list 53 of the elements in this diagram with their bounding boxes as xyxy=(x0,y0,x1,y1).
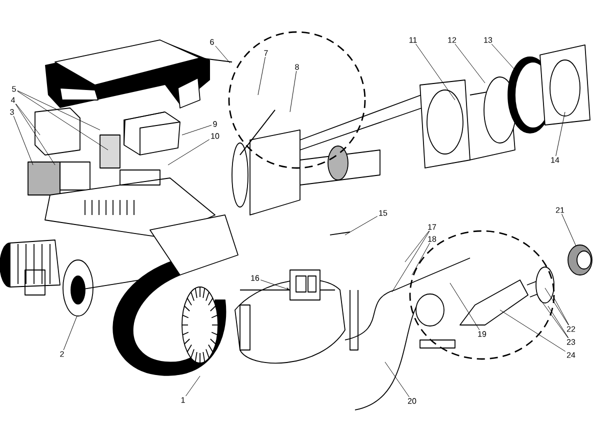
callout-number: 11 xyxy=(408,36,418,44)
leader-line xyxy=(215,46,230,64)
callout-number: 17 xyxy=(426,223,438,231)
callout-number: 24 xyxy=(566,351,576,359)
leader-line xyxy=(392,230,430,292)
callout-number: 2 xyxy=(58,350,66,358)
leader-line xyxy=(416,44,456,100)
callout-number: 19 xyxy=(476,330,488,338)
callout-number: 22 xyxy=(566,325,576,333)
leader-line xyxy=(491,44,516,70)
leader-line xyxy=(17,90,108,150)
callout-number: 21 xyxy=(554,206,566,214)
leader-line xyxy=(16,104,40,136)
leader-line xyxy=(344,216,378,236)
callout-number: 8 xyxy=(294,63,300,71)
callout-number: 5 xyxy=(10,85,18,93)
leader-line xyxy=(404,230,430,262)
leader-line xyxy=(500,310,566,352)
callout-number: 7 xyxy=(262,49,270,57)
leader-line xyxy=(63,316,78,350)
leader-line xyxy=(260,280,290,290)
callout-number: 10 xyxy=(210,132,220,140)
leader-line xyxy=(552,296,570,326)
leader-line xyxy=(544,288,569,326)
leader-line xyxy=(412,242,430,276)
leader-line xyxy=(17,90,100,130)
callout-number: 13 xyxy=(482,36,494,44)
leader-line xyxy=(15,104,56,166)
leader-line xyxy=(168,139,210,166)
callout-number: 12 xyxy=(446,36,458,44)
leader-line xyxy=(548,306,569,338)
leader-line xyxy=(562,214,576,246)
leader-line xyxy=(556,112,566,156)
callout-number: 16 xyxy=(250,274,260,282)
leader-line xyxy=(13,116,34,166)
callout-number: 23 xyxy=(566,338,576,346)
leader-line xyxy=(384,362,410,398)
callout-number: 20 xyxy=(406,397,418,405)
leader-line xyxy=(186,376,200,396)
leader-line xyxy=(290,70,297,112)
callout-number: 6 xyxy=(208,38,216,46)
callout-number: 4 xyxy=(10,96,16,104)
leader-line xyxy=(450,282,480,330)
callout-number: 15 xyxy=(378,209,388,217)
callout-number: 1 xyxy=(180,396,186,404)
callout-number: 14 xyxy=(550,156,560,164)
callout-number: 18 xyxy=(426,235,438,243)
leader-line xyxy=(182,124,212,136)
leader-line xyxy=(454,44,486,84)
callout-number: 9 xyxy=(212,120,218,128)
callout-number: 3 xyxy=(8,108,16,116)
leader-line xyxy=(536,294,568,338)
leader-line xyxy=(258,56,266,96)
